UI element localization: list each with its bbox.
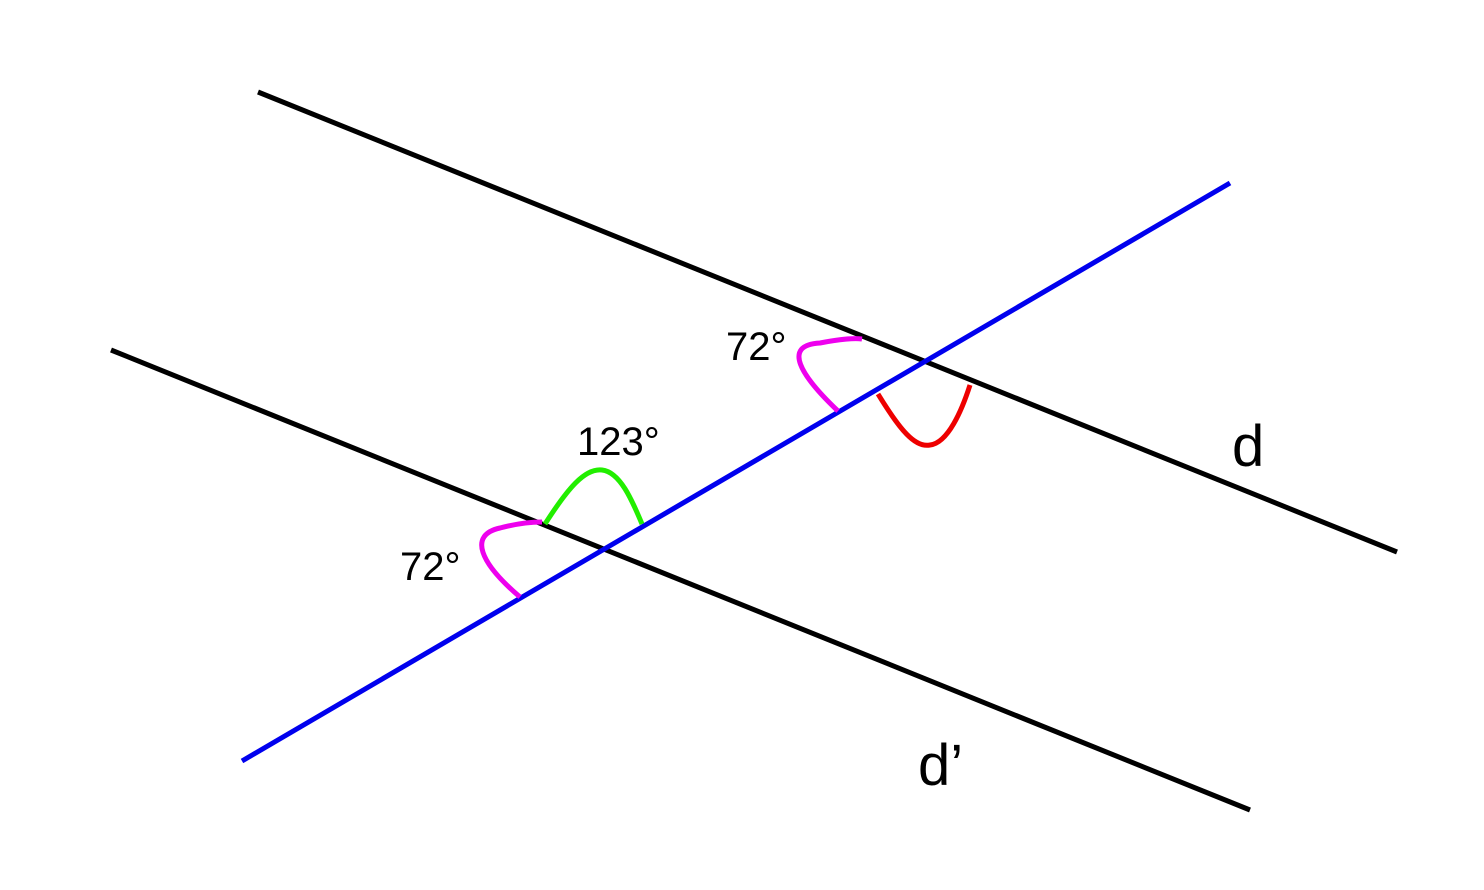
line-label-d-prime: d’: [918, 733, 963, 798]
line-d-prime: [110, 347, 1251, 813]
angle-label-72-lower: 72°: [400, 545, 461, 589]
angle-arc-123: [542, 467, 645, 526]
angle-label-123: 123°: [577, 420, 660, 464]
transversal-line: [240, 180, 1232, 764]
angle-arc-unknown: [875, 384, 973, 448]
angle-label-72-upper: 72°: [726, 325, 787, 369]
angle-arc-72-upper: [796, 336, 863, 413]
line-label-d: d: [1232, 414, 1264, 479]
line-d: [257, 89, 1398, 555]
angle-arc-72-lower: [479, 519, 543, 599]
